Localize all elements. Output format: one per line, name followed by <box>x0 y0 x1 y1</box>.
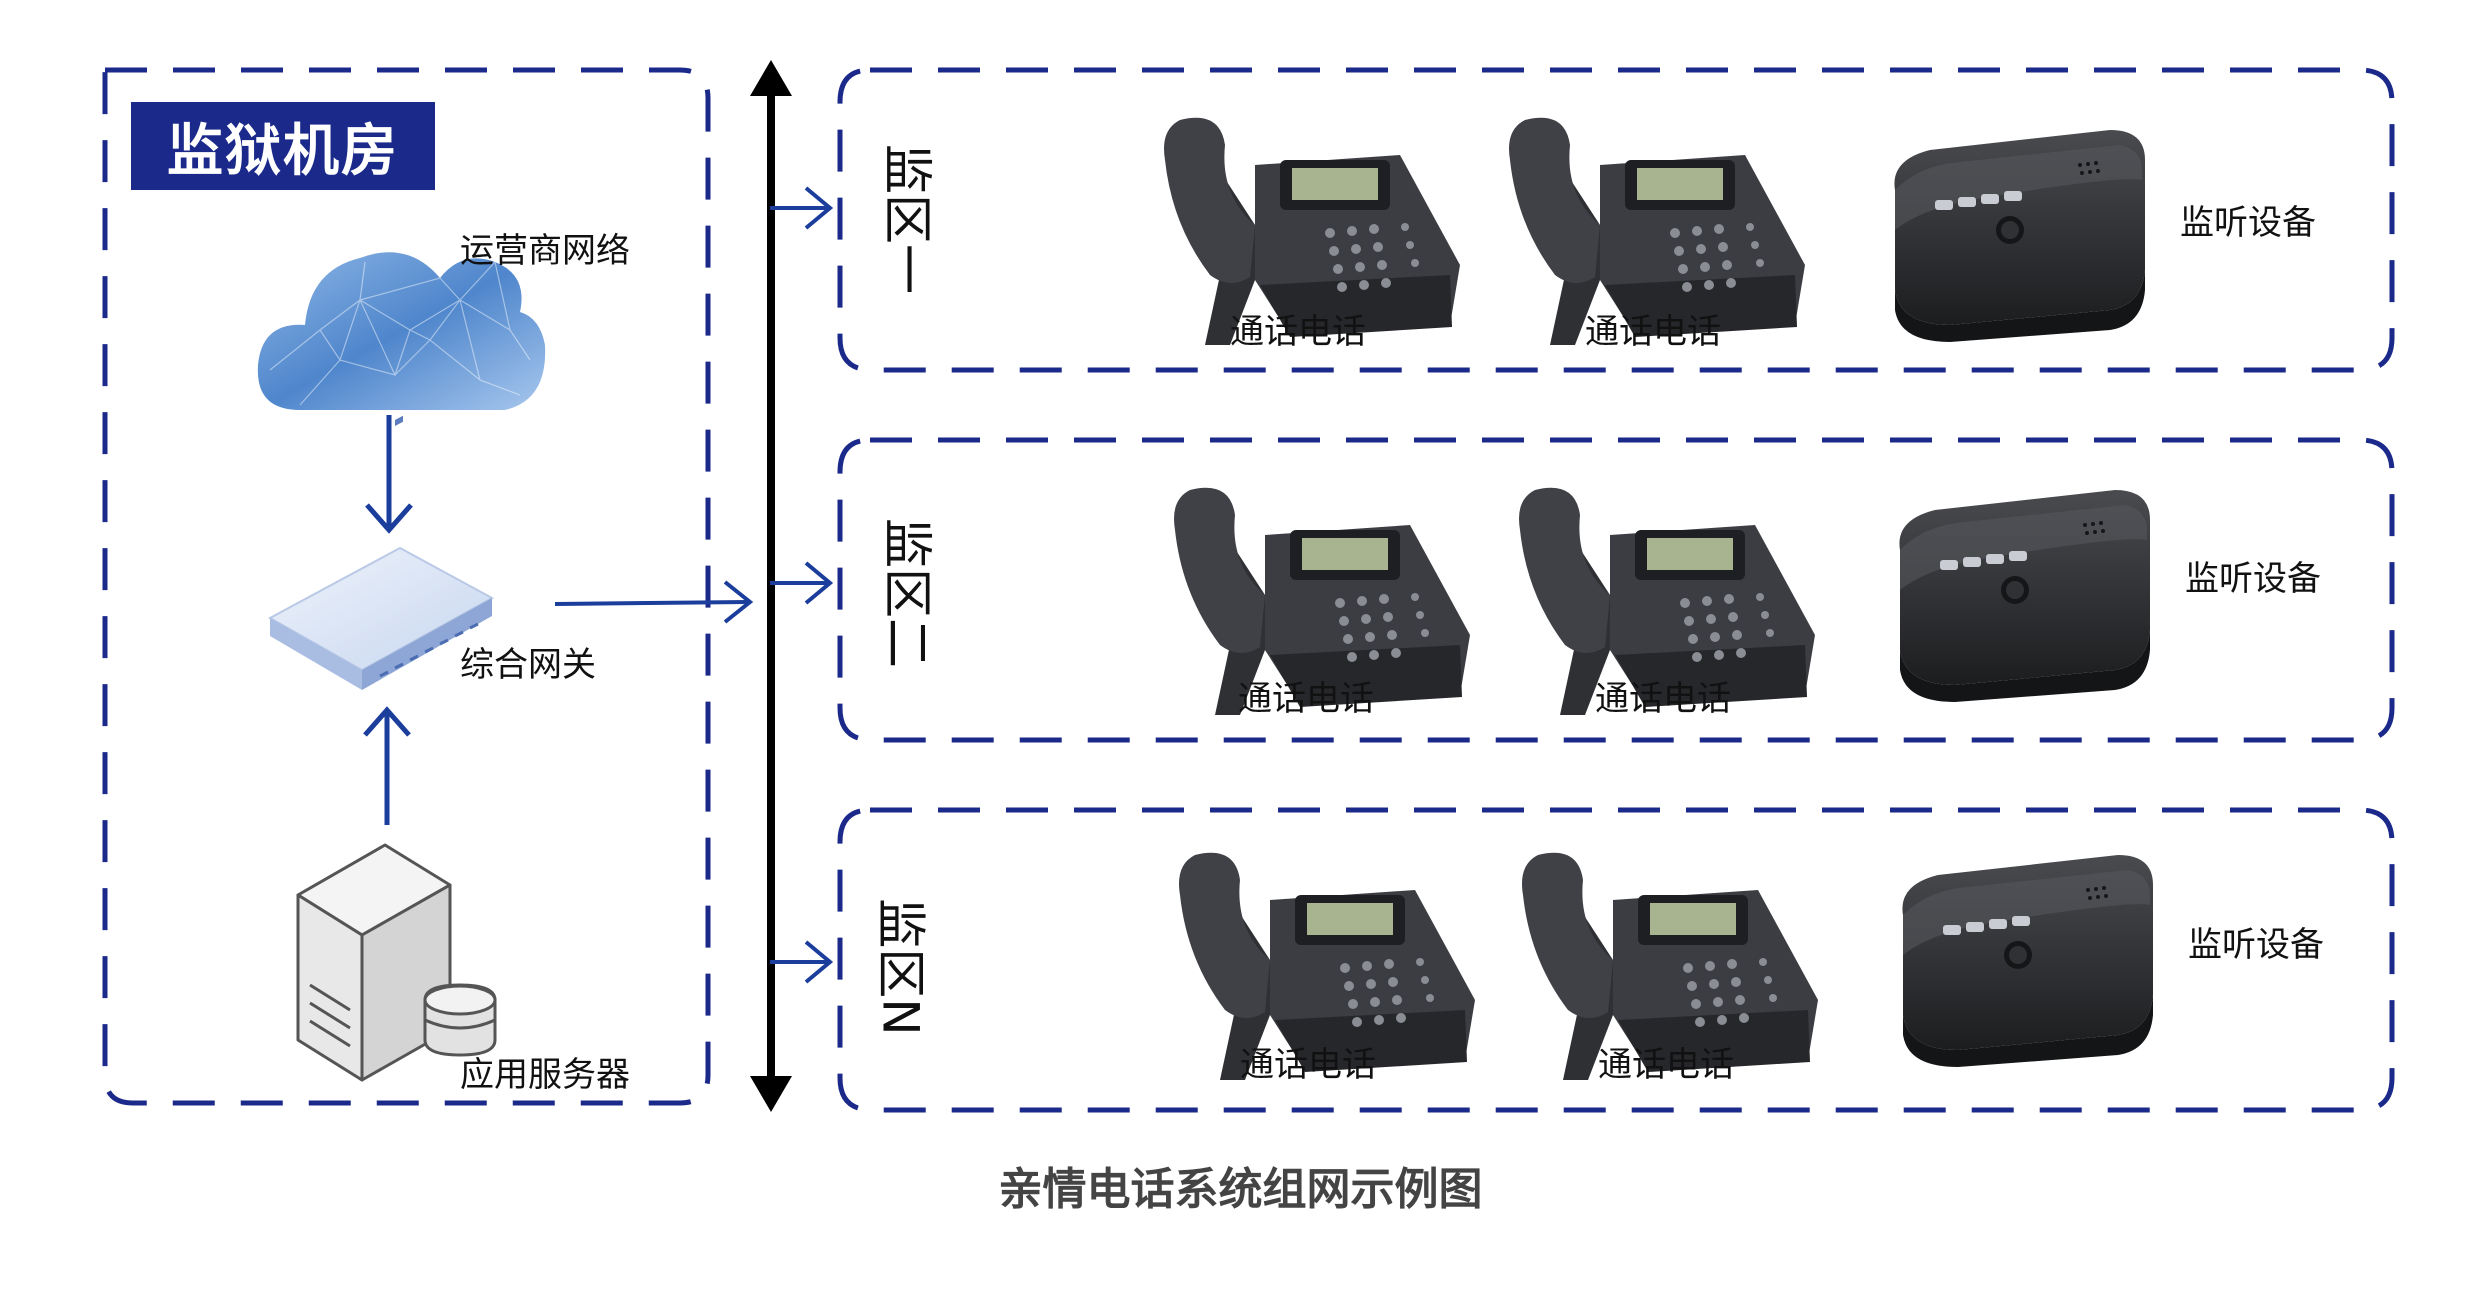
phone-label: 通话电话 <box>1595 679 1731 719</box>
monitor-device-icon <box>1894 130 2145 342</box>
phone-label: 通话电话 <box>1585 312 1721 352</box>
bus-line <box>750 60 792 1112</box>
monitor-device-icon <box>1902 855 2153 1067</box>
server-room-border <box>102 67 711 1106</box>
zone-n-name: 监区N <box>871 898 930 1036</box>
zone-1-name: 监区一 <box>878 144 936 294</box>
gateway-label: 综合网关 <box>460 645 596 685</box>
diagram-caption: 亲情电话系统组网示例图 <box>998 1164 1483 1215</box>
phone-label: 通话电话 <box>1240 1045 1376 1085</box>
cloud-label: 运营商网络 <box>460 231 630 271</box>
zone-2-name: 监区二 <box>878 518 936 668</box>
arrow-gateway-to-bus <box>554 580 754 624</box>
arrow-zone-n <box>768 940 832 984</box>
monitor-label: 监听设备 <box>2188 925 2324 965</box>
phone-label: 通话电话 <box>1238 679 1374 719</box>
zone-n-border <box>837 807 2395 1113</box>
phone-icon <box>1164 117 1460 346</box>
zone-1-border <box>837 67 2395 373</box>
server-label: 应用服务器 <box>460 1055 630 1095</box>
database-icon <box>423 983 497 1057</box>
monitor-device-icon <box>1899 490 2150 702</box>
zone-2-border <box>837 437 2395 743</box>
monitor-label: 监听设备 <box>2180 203 2316 243</box>
arrow-zone-2 <box>768 561 832 605</box>
cloud-icon <box>257 252 546 410</box>
server-icon <box>296 843 497 1082</box>
phone-label: 通话电话 <box>1230 312 1366 352</box>
arrow-cloud-to-gateway <box>365 415 413 534</box>
arrow-zone-1 <box>768 186 832 230</box>
phone-label: 通话电话 <box>1598 1045 1734 1085</box>
server-room-title: 监狱机房 <box>131 102 435 190</box>
arrow-server-to-gateway <box>363 706 411 825</box>
phone-icon <box>1509 117 1805 346</box>
gateway-icon <box>267 415 495 690</box>
monitor-label: 监听设备 <box>2185 559 2321 599</box>
